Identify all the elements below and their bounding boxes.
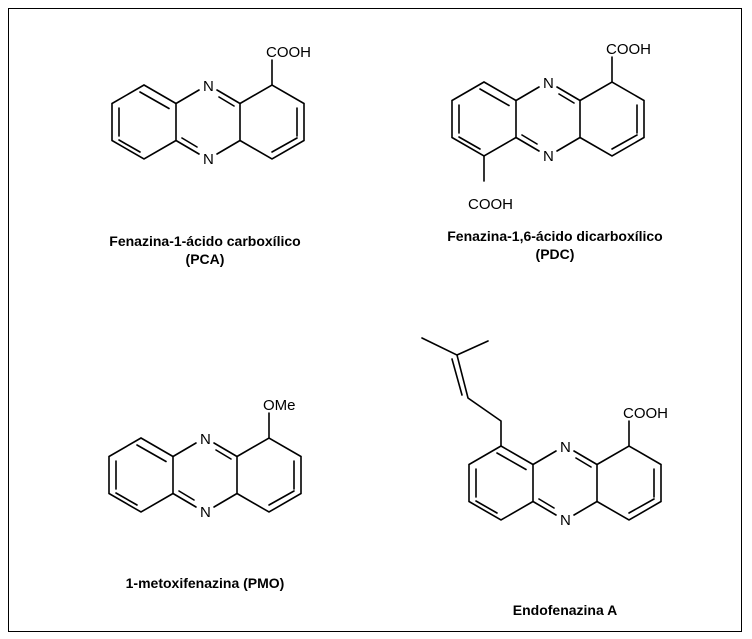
pca-atom-n-top: N bbox=[203, 78, 214, 95]
figure-frame bbox=[8, 8, 742, 632]
pdc-structure: N N COOH COOH bbox=[451, 41, 651, 213]
pca-structure: N N COOH bbox=[111, 44, 311, 168]
endo-atom-n-top: N bbox=[560, 439, 571, 456]
endo-atom-n-bottom: N bbox=[560, 512, 571, 529]
pmo-structure: N N OMe bbox=[108, 397, 302, 521]
pdc-substituent-6: COOH bbox=[468, 196, 513, 213]
pca-substituent-1: COOH bbox=[266, 44, 311, 61]
pmo-name-line1: 1-metoxifenazina (PMO) bbox=[125, 575, 285, 591]
endo-prenyl-chain bbox=[421, 337, 502, 447]
pca-name-line1: Fenazina-1-ácido carboxílico bbox=[109, 233, 301, 249]
pmo-name: 1-metoxifenazina (PMO) bbox=[40, 574, 370, 592]
pdc-name-line1: Fenazina-1,6-ácido dicarboxílico bbox=[447, 228, 663, 244]
pca-name-line2: (PCA) bbox=[185, 251, 225, 267]
pdc-name: Fenazina-1,6-ácido dicarboxílico (PDC) bbox=[390, 227, 720, 263]
pdc-atom-n-bottom: N bbox=[543, 148, 554, 165]
pdc-substituent-1: COOH bbox=[606, 41, 651, 58]
pmo-atom-n-bottom: N bbox=[200, 504, 211, 521]
endo-substituent-1: COOH bbox=[623, 405, 668, 422]
endo-name-line1: Endofenazina A bbox=[512, 602, 618, 618]
pca-name: Fenazina-1-ácido carboxílico (PCA) bbox=[40, 232, 370, 268]
pdc-name-line2: (PDC) bbox=[535, 246, 575, 262]
pmo-atom-n-top: N bbox=[200, 431, 211, 448]
endofenazina-structure: N N COOH bbox=[421, 337, 668, 529]
pca-atom-n-bottom: N bbox=[203, 151, 214, 168]
pdc-atom-n-top: N bbox=[543, 75, 554, 92]
pmo-substituent-1: OMe bbox=[263, 397, 296, 414]
endo-name: Endofenazina A bbox=[400, 601, 730, 619]
